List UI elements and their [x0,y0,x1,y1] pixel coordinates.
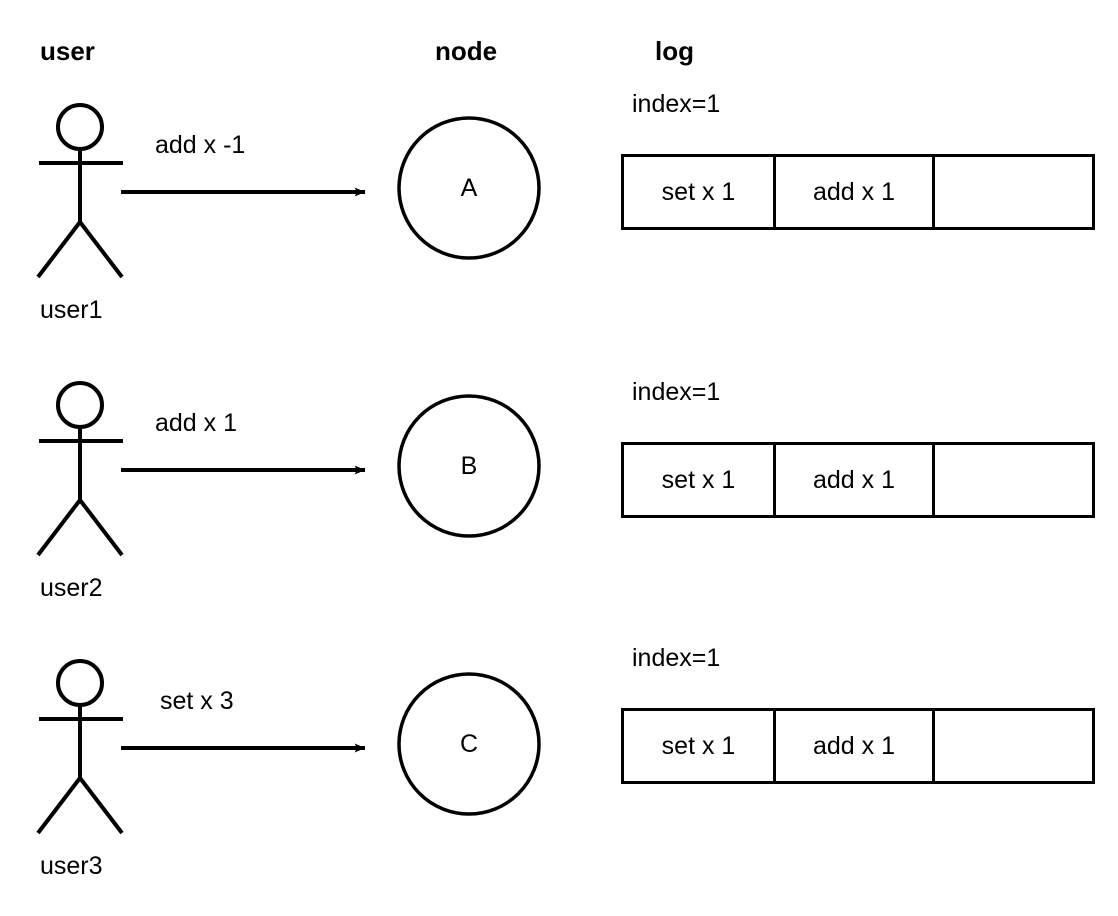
log-table-1: set x 1 add x 1 [621,154,1095,230]
actor-label-user2: user2 [40,574,103,602]
log-cell-empty[interactable] [935,157,1092,227]
edge-label-user1: add x -1 [155,131,246,159]
actor-figure-user2 [36,381,124,557]
actor-figure-user1 [36,103,124,279]
column-header-node: node [435,36,498,66]
edge-label-user3: set x 3 [160,687,234,715]
edge-label-user2: add x 1 [155,409,238,437]
log-index-label-2: index=1 [632,378,721,406]
column-header-user: user [40,36,95,66]
column-header-log: log [655,36,694,66]
log-cell[interactable]: set x 1 [624,445,776,515]
log-cell[interactable]: add x 1 [776,445,935,515]
actor-label-user3: user3 [40,852,103,880]
log-cell[interactable]: add x 1 [776,157,935,227]
log-cell-empty[interactable] [935,445,1092,515]
actor-figure-user3 [36,659,124,835]
node-label-c: C [459,730,479,758]
log-index-label-3: index=1 [632,644,721,672]
log-table-3: set x 1 add x 1 [621,708,1095,784]
actor-label-user1: user1 [40,296,103,324]
log-table-2: set x 1 add x 1 [621,442,1095,518]
log-cell[interactable]: set x 1 [624,157,776,227]
node-label-b: B [460,452,478,480]
log-index-label-1: index=1 [632,90,721,118]
log-cell-empty[interactable] [935,711,1092,781]
log-cell[interactable]: add x 1 [776,711,935,781]
node-label-a: A [460,174,478,202]
log-cell[interactable]: set x 1 [624,711,776,781]
